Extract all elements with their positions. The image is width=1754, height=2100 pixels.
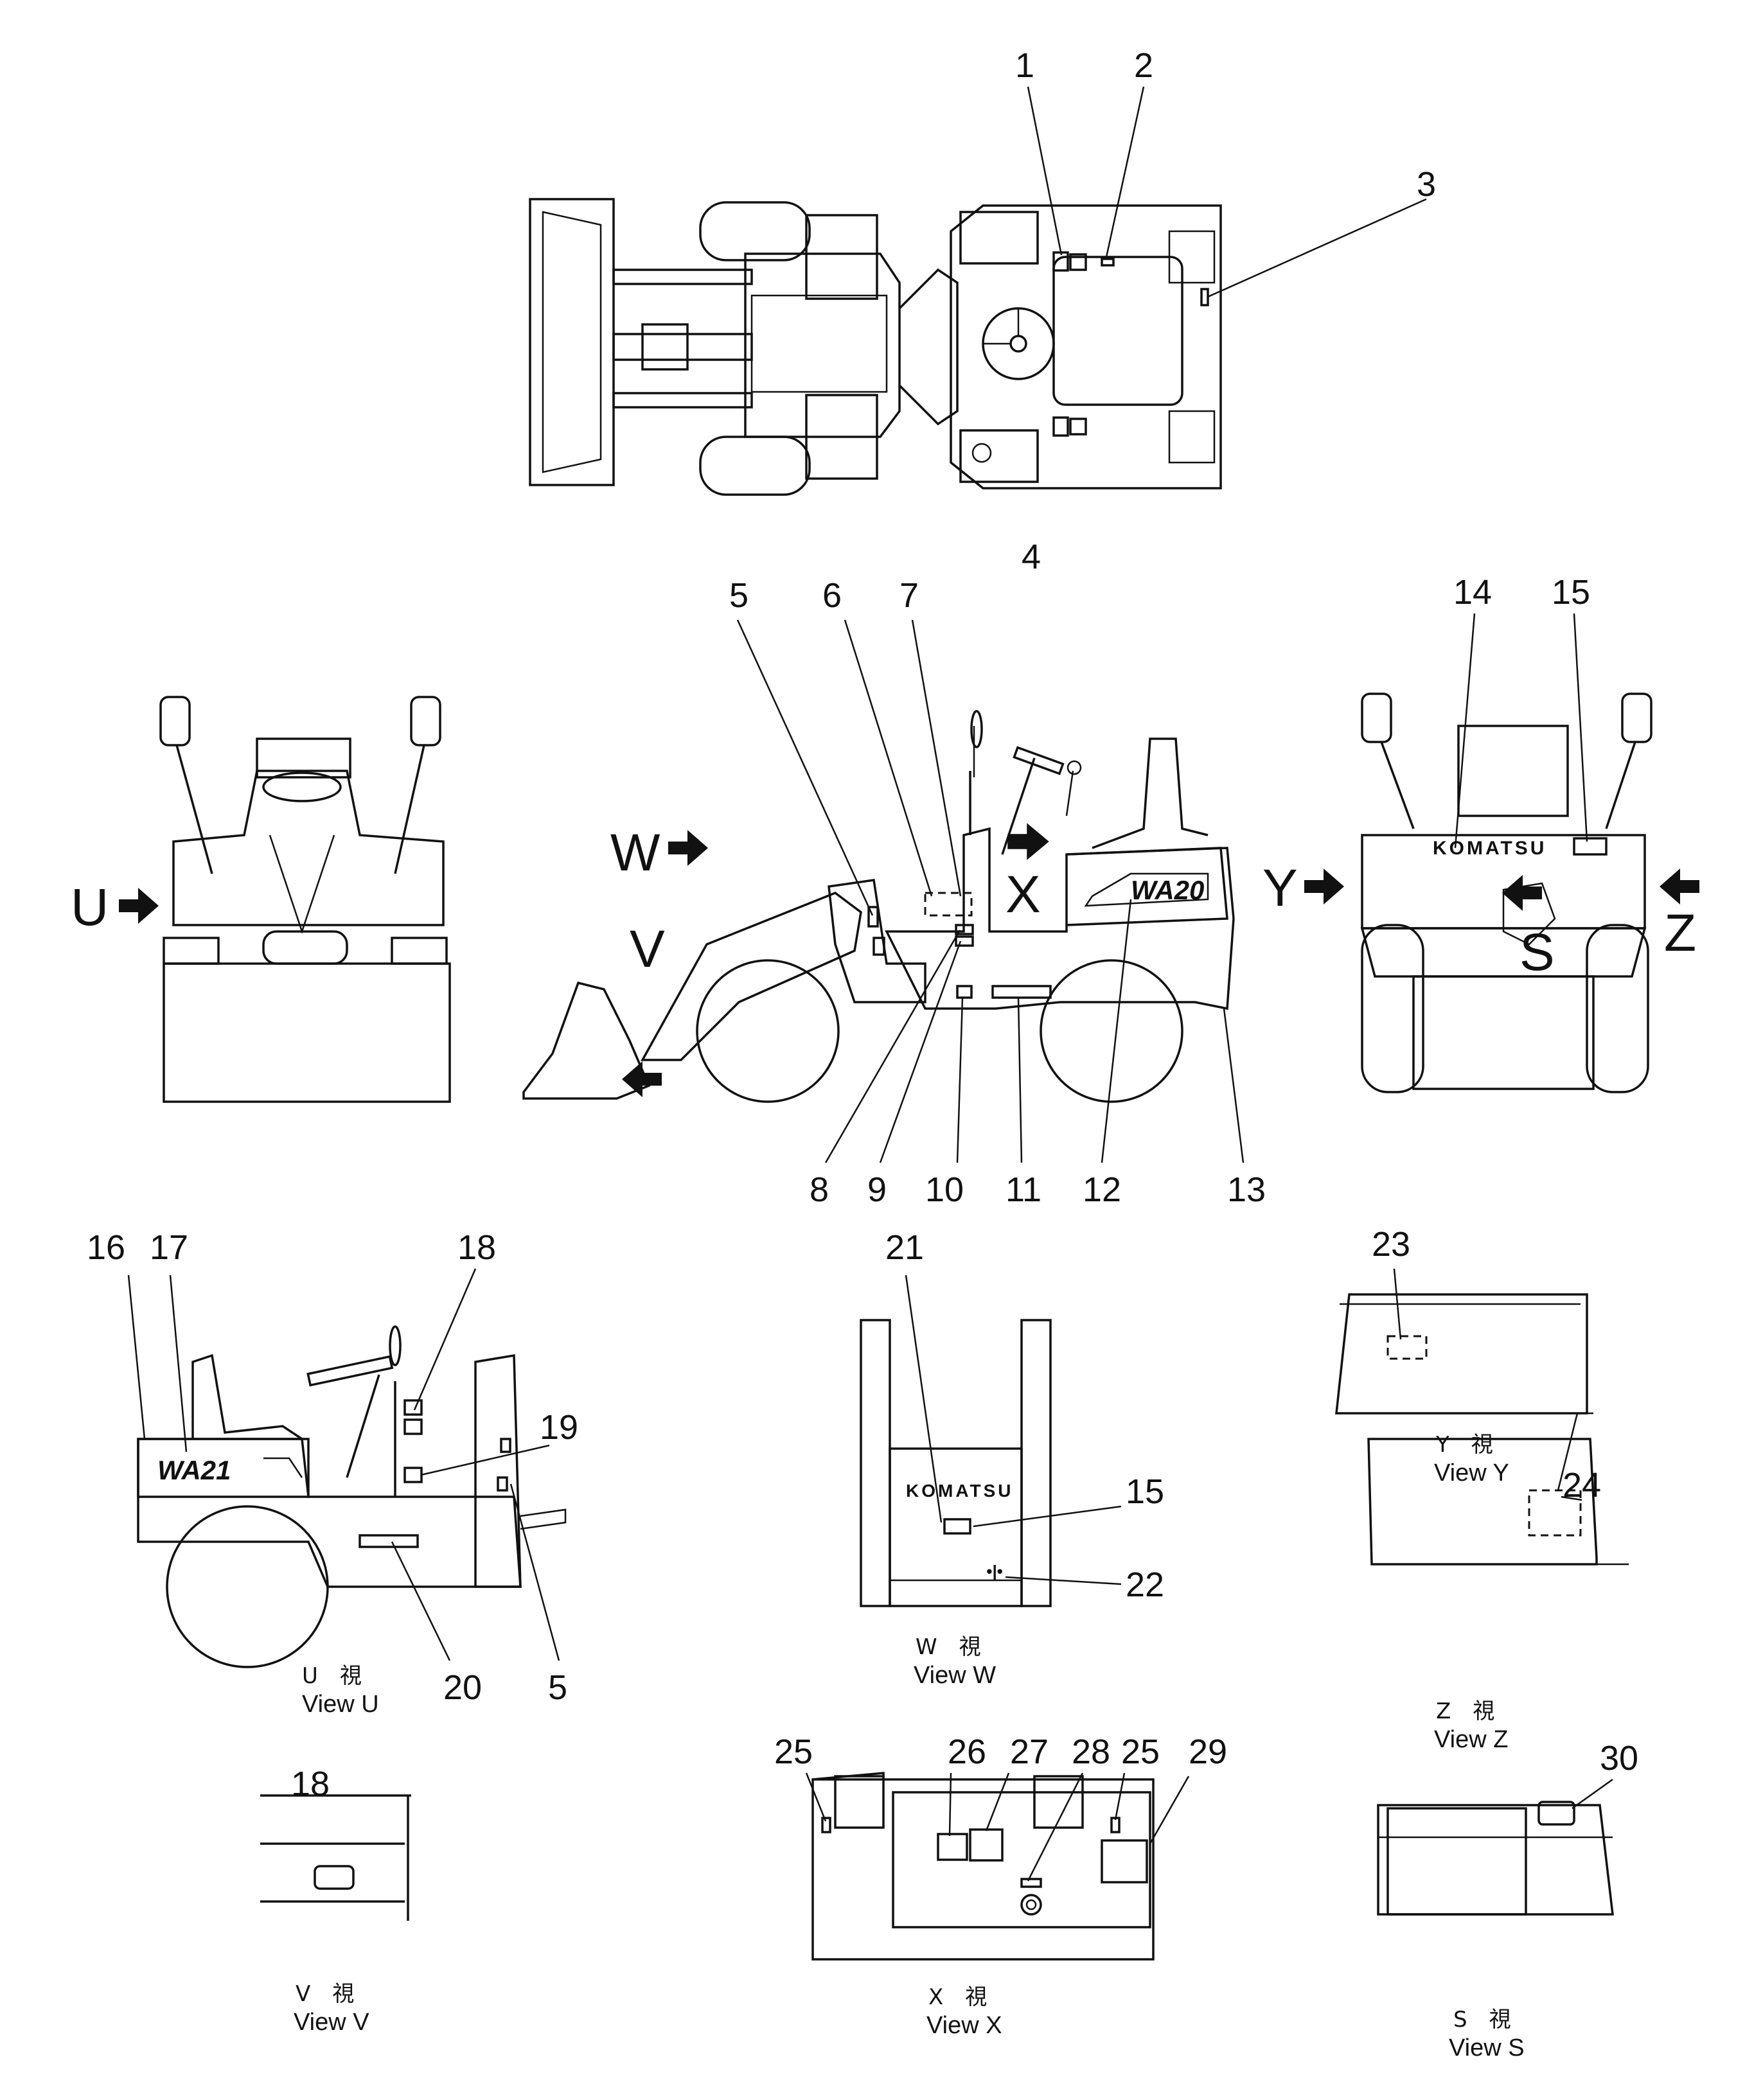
callout-9: 9 — [867, 1170, 887, 1209]
rear-brand-label: KOMATSU — [1433, 838, 1546, 859]
front-view-machine — [119, 696, 451, 1103]
view-u-jp: U 視 — [302, 1663, 362, 1689]
callout-5-view-u: 5 — [548, 1668, 567, 1707]
callout-30: 30 — [1600, 1739, 1638, 1778]
callout-17: 17 — [150, 1228, 188, 1267]
w-logo-mark: •|• — [986, 1562, 1002, 1581]
callout-21: 21 — [885, 1228, 924, 1267]
callout-8: 8 — [810, 1170, 829, 1209]
callout-19: 19 — [540, 1408, 578, 1447]
view-v-jp: V 視 — [296, 1981, 354, 2007]
callout-28: 28 — [1072, 1733, 1110, 1771]
view-z-jp: Z 視 — [1436, 1699, 1494, 1724]
callout-26: 26 — [948, 1733, 986, 1771]
callout-29: 29 — [1189, 1733, 1227, 1771]
callout-27: 27 — [1010, 1733, 1049, 1771]
view-s-jp: S 視 — [1453, 2007, 1511, 2033]
leader-lines — [127, 86, 1613, 1882]
view-s-panel — [1377, 1801, 1614, 1916]
callout-10: 10 — [925, 1170, 964, 1209]
callout-5: 5 — [729, 576, 749, 615]
view-s-en: View S — [1449, 2034, 1525, 2061]
callout-2: 2 — [1134, 46, 1153, 85]
callout-7: 7 — [899, 576, 919, 615]
view-w-jp: W 視 — [916, 1634, 981, 1660]
letter-y: Y — [1262, 859, 1298, 917]
rear-view-machine: KOMATSU — [1304, 693, 1699, 1093]
callout-15-view-w: 15 — [1126, 1472, 1164, 1511]
view-v-panel — [260, 1794, 411, 1921]
view-y-jp: Y 視 — [1435, 1432, 1493, 1458]
callout-16: 16 — [87, 1228, 125, 1267]
callout-13: 13 — [1227, 1170, 1266, 1209]
callout-14: 14 — [1453, 573, 1492, 612]
side-model-label: WA20 — [1131, 875, 1204, 905]
callout-20: 20 — [443, 1668, 482, 1707]
letter-z: Z — [1664, 904, 1696, 962]
callout-4: 4 — [1022, 538, 1041, 576]
callout-24: 24 — [1563, 1466, 1601, 1504]
callout-18: 18 — [457, 1228, 496, 1267]
view-z-en: View Z — [1434, 1726, 1508, 1753]
view-w-en: View W — [914, 1662, 996, 1689]
w-brand-label: KOMATSU — [906, 1481, 1013, 1501]
view-y-en: View Y — [1434, 1460, 1509, 1487]
letter-w: W — [610, 824, 660, 882]
view-v-en: View V — [294, 2009, 369, 2036]
view-y-panel — [1335, 1293, 1593, 1415]
callout-11: 11 — [1005, 1170, 1041, 1209]
callout-18-view-v: 18 — [291, 1765, 330, 1803]
view-x-panel — [811, 1772, 1155, 1961]
callout-1: 1 — [1015, 46, 1034, 85]
callout-25-left: 25 — [774, 1733, 813, 1771]
letter-v: V — [630, 920, 665, 978]
view-x-en: View X — [926, 2012, 1002, 2039]
letter-u: U — [71, 878, 109, 937]
callout-12: 12 — [1083, 1170, 1121, 1209]
letter-x: X — [1005, 865, 1041, 924]
side-view-machine: WA20 — [522, 710, 1235, 1103]
callout-numbers: 1 2 3 4 5 6 7 8 9 10 11 12 13 14 15 16 1… — [87, 46, 1638, 1803]
callout-25-right: 25 — [1121, 1733, 1160, 1771]
view-letters: U W V X Y Z S — [71, 824, 1696, 982]
view-z-panel — [1367, 1438, 1629, 1566]
view-x-jp: X 視 — [928, 1984, 987, 2010]
view-u-machine: WA21 — [137, 1325, 567, 1668]
top-view-machine — [529, 198, 1222, 496]
callout-3: 3 — [1417, 165, 1436, 204]
callout-23: 23 — [1372, 1225, 1410, 1264]
callout-22: 22 — [1126, 1566, 1164, 1604]
callout-6: 6 — [822, 576, 842, 615]
view-captions: U 視 View U W 視 View W Y 視 View Y Z 視 Vie… — [294, 1432, 1525, 2061]
u-model-label: WA21 — [157, 1455, 231, 1485]
view-w-machine: KOMATSU •|• — [860, 1319, 1052, 1607]
callout-15: 15 — [1552, 573, 1590, 612]
view-u-en: View U — [302, 1691, 379, 1718]
letter-s: S — [1519, 923, 1555, 982]
